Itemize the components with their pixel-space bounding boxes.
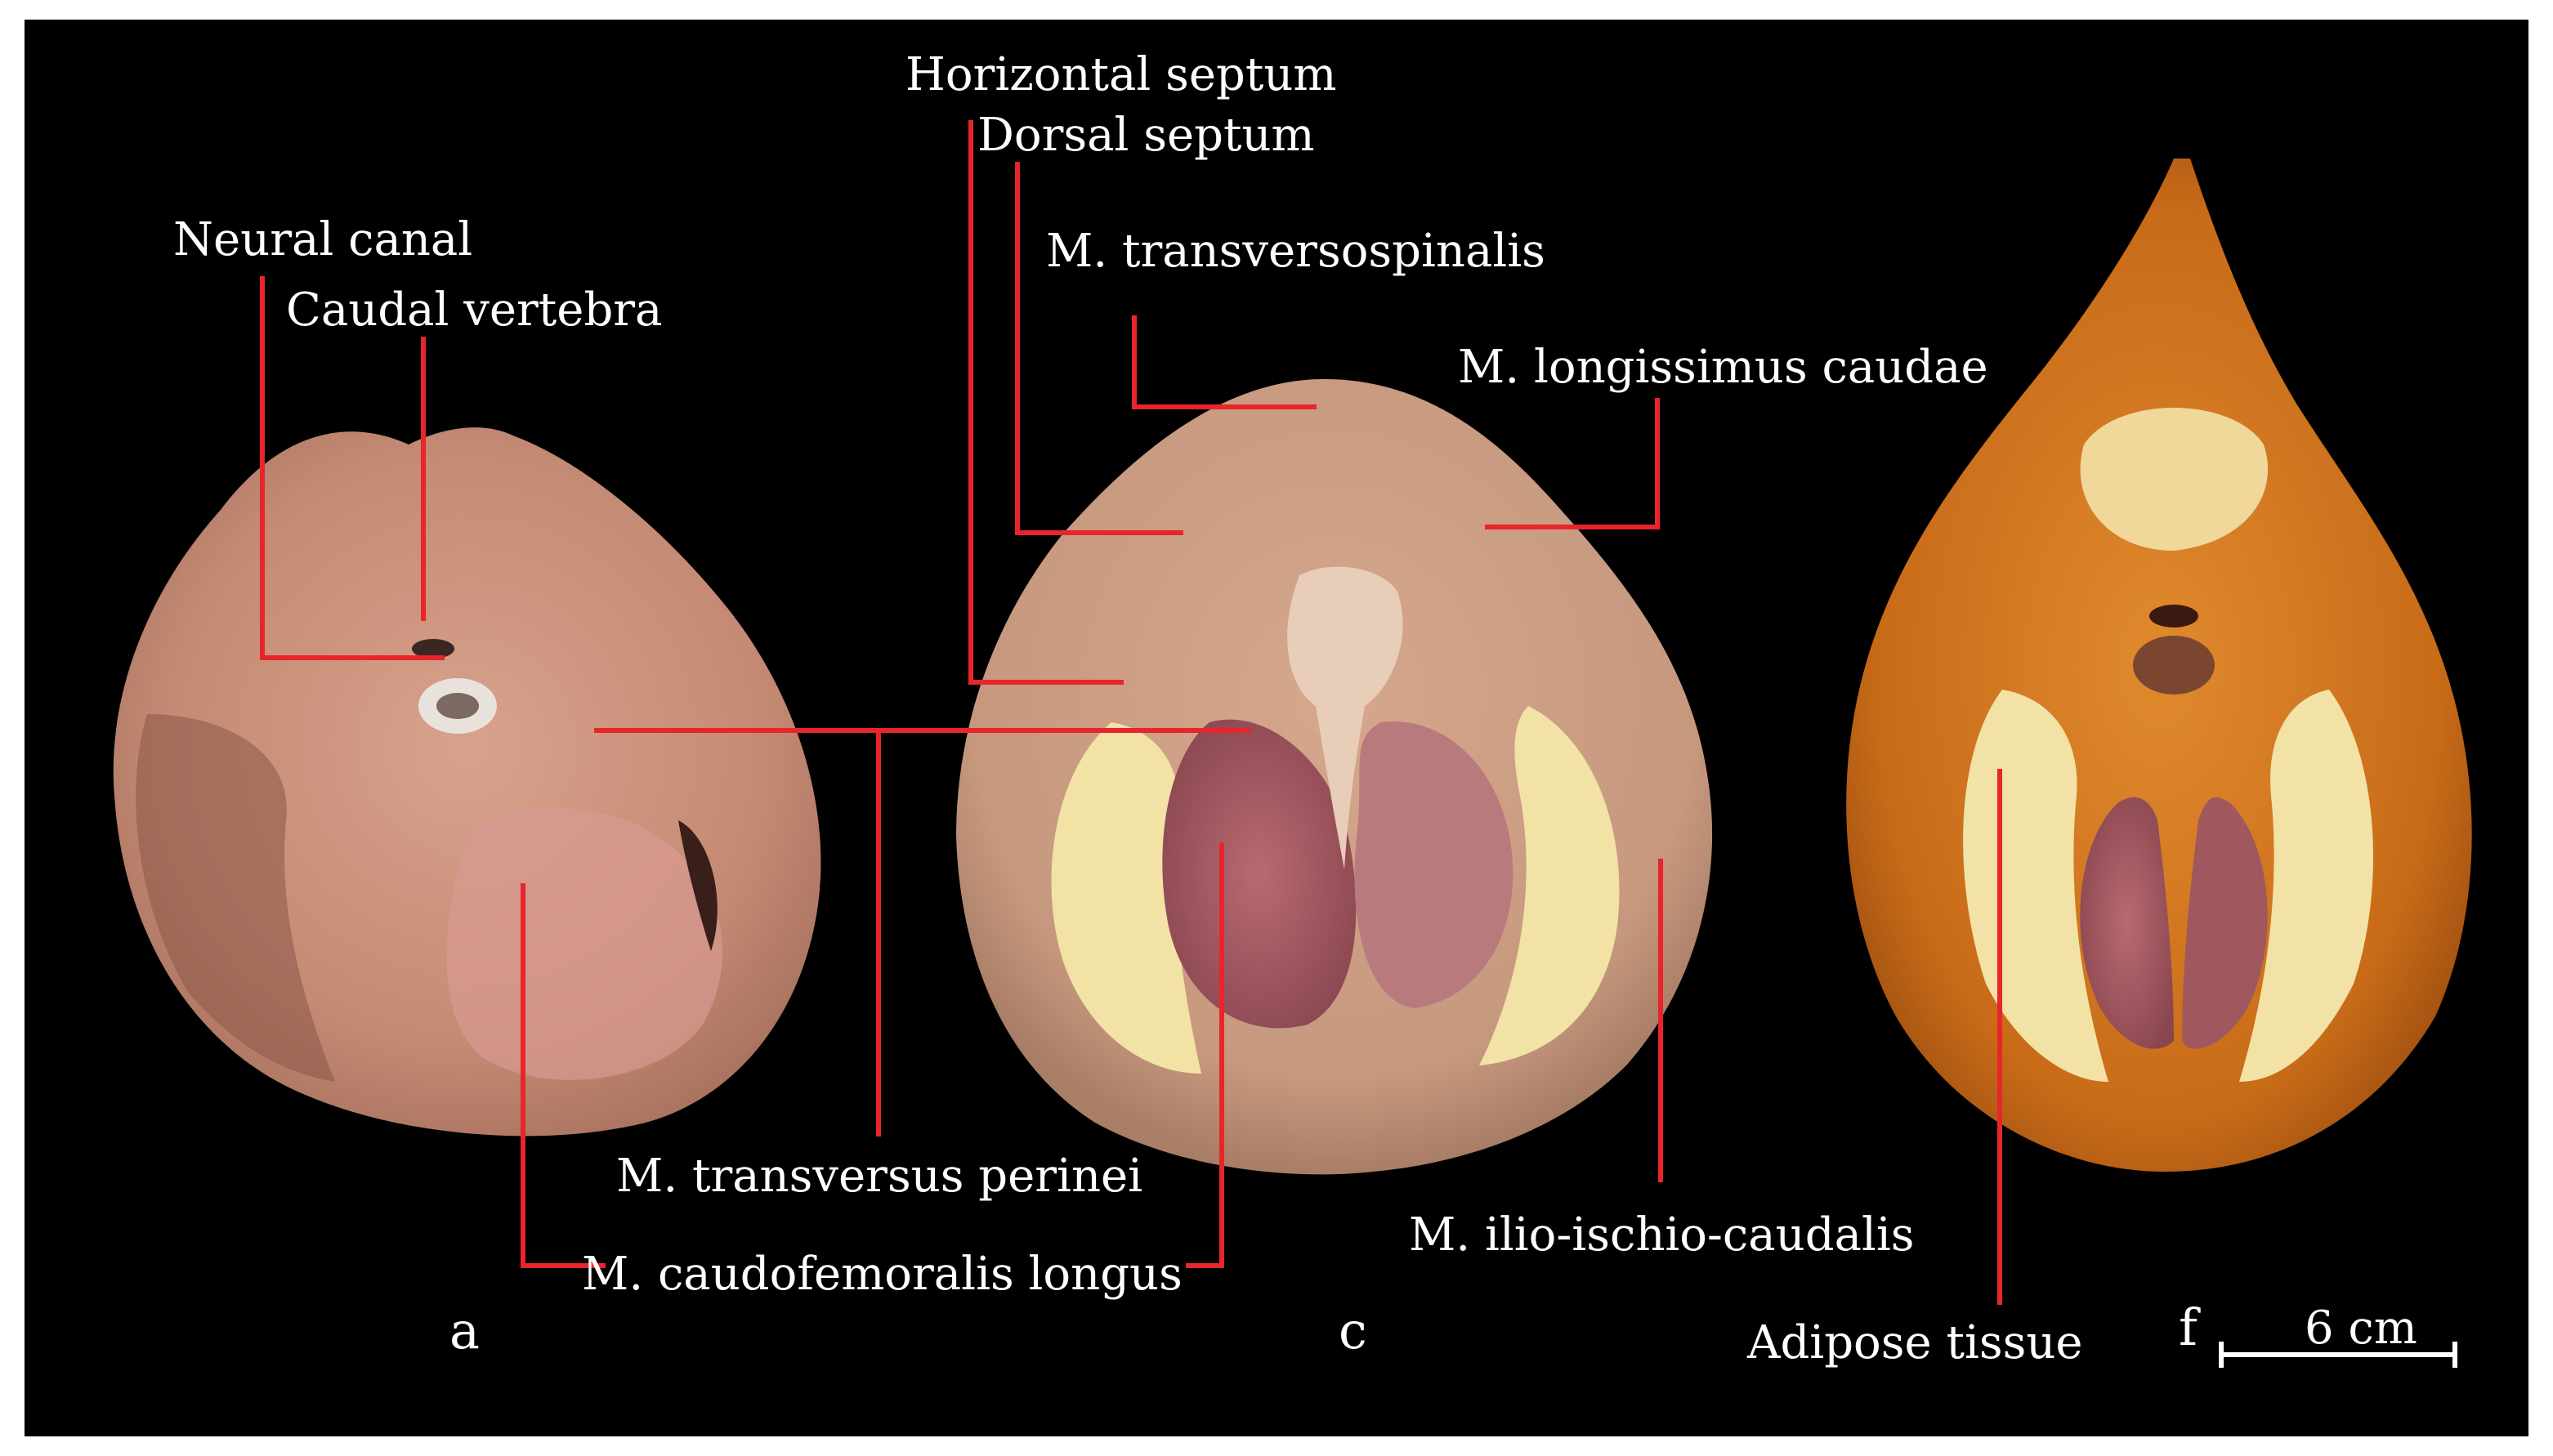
leader-lines bbox=[260, 120, 2002, 1305]
specimen-a-vertebra-hole bbox=[436, 693, 479, 719]
specimen-f-adipose-upper bbox=[2080, 408, 2269, 551]
panel-letter-f: f bbox=[2179, 1297, 2198, 1357]
specimen-c-adipose-left bbox=[1051, 722, 1201, 1074]
specimen-f-muscle-right bbox=[2182, 797, 2268, 1049]
panel-letter-c: c bbox=[1339, 1301, 1367, 1360]
label-caudal-vertebra: Caudal vertebra bbox=[286, 284, 663, 337]
leader-dorsal-septum bbox=[1015, 162, 1183, 535]
panel-letter-a: a bbox=[449, 1301, 480, 1360]
specimen-f-vertebra bbox=[2133, 636, 2215, 695]
specimen-c-muscle-left bbox=[1162, 719, 1357, 1029]
specimen-a-cavity bbox=[678, 820, 718, 951]
leader-transversospinalis bbox=[1132, 315, 1317, 409]
label-horizontal-septum: Horizontal septum bbox=[905, 48, 1337, 101]
black-background-panel: Horizontal septum Dorsal septum Neural c… bbox=[25, 20, 2528, 1436]
leader-longissimus-caudae bbox=[1485, 398, 1660, 529]
label-transversospinalis: M. transversospinalis bbox=[1046, 225, 1545, 278]
specimen-c-cross-section bbox=[956, 379, 1713, 1175]
specimen-c-adipose-right bbox=[1479, 706, 1620, 1065]
label-transversus-perinei: M. transversus perinei bbox=[616, 1150, 1143, 1203]
leader-caudofemoralis-right bbox=[1186, 842, 1224, 1268]
label-neural-canal: Neural canal bbox=[173, 213, 473, 266]
scale-bar bbox=[2219, 1342, 2457, 1368]
specimen-illustration bbox=[113, 120, 2472, 1368]
scale-bar-label: 6 cm bbox=[2305, 1302, 2417, 1355]
label-adipose-tissue: Adipose tissue bbox=[1747, 1316, 2083, 1369]
specimen-f-muscle-left bbox=[2080, 797, 2174, 1049]
specimen-f-adipose-right bbox=[2239, 690, 2373, 1082]
leader-caudofemoralis-left bbox=[521, 883, 606, 1268]
label-ilio-ischio-caudalis: M. ilio-ischio-caudalis bbox=[1409, 1208, 1915, 1262]
specimen-a-neural-canal bbox=[412, 639, 454, 659]
specimen-a-cross-section bbox=[113, 427, 821, 1137]
label-longissimus-caudae: M. longissimus caudae bbox=[1458, 341, 1988, 394]
specimen-a-pink-muscle bbox=[446, 808, 723, 1080]
leader-neural-canal bbox=[260, 276, 445, 660]
label-caudofemoralis-longus: M. caudofemoralis longus bbox=[582, 1248, 1183, 1301]
specimen-f-cross-section bbox=[1846, 159, 2472, 1172]
specimen-c-muscle-right bbox=[1354, 721, 1513, 1008]
specimen-a-dark-region bbox=[136, 714, 335, 1082]
leader-horizontal-septum bbox=[968, 120, 1124, 685]
specimen-c-septum-tissue bbox=[1287, 566, 1403, 869]
specimen-f-neural-canal bbox=[2149, 605, 2198, 628]
label-dorsal-septum: Dorsal septum bbox=[977, 109, 1315, 162]
